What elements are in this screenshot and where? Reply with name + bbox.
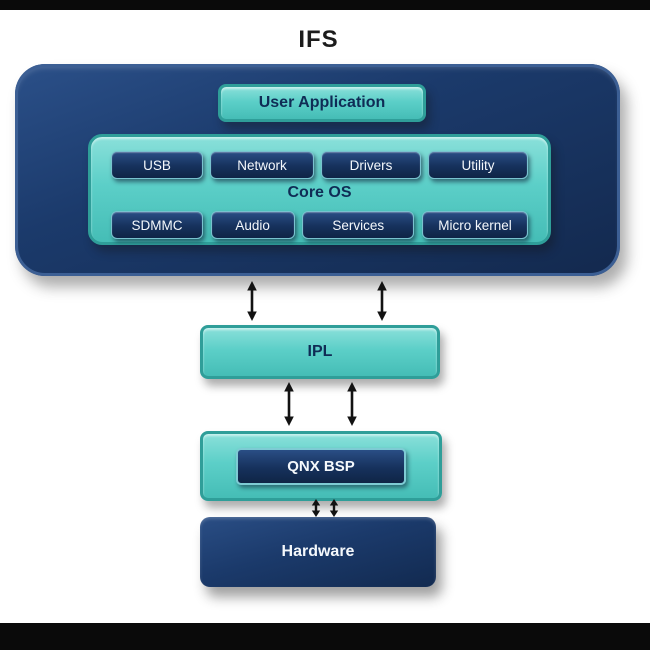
diagram-title: IFS — [298, 26, 339, 53]
hardware-box: Hardware — [200, 517, 436, 587]
double-arrow-icon — [284, 382, 294, 426]
double-arrow-icon — [377, 281, 387, 321]
module-chip-audio: Audio — [210, 211, 295, 239]
module-chip-usb: USB — [111, 151, 203, 179]
bottom-letterbox-bar — [0, 623, 650, 650]
double-arrow-icon — [311, 499, 321, 517]
top-letterbox-bar — [0, 0, 650, 10]
core-os-top-row: USB Network Drivers Utility — [111, 151, 528, 179]
module-chip-sdmmc: SDMMC — [111, 211, 203, 239]
qnx-bsp-box: QNX BSP — [236, 448, 406, 485]
core-os-label: Core OS — [287, 184, 352, 201]
module-chip-micro-kernel: Micro kernel — [421, 211, 528, 239]
module-chip-network: Network — [210, 151, 314, 179]
user-application-box: User Application — [218, 84, 426, 122]
double-arrow-icon — [247, 281, 257, 321]
core-os-bottom-row: SDMMC Audio Services Micro kernel — [111, 211, 528, 239]
module-chip-drivers: Drivers — [321, 151, 421, 179]
double-arrow-icon — [329, 499, 339, 517]
core-os-box: USB Network Drivers Utility Core OS SDMM… — [88, 134, 551, 245]
ipl-box: IPL — [200, 325, 440, 379]
qnx-bsp-outer-box: QNX BSP — [200, 431, 442, 501]
double-arrow-icon — [347, 382, 357, 426]
ifs-container-box: User Application USB Network Drivers Uti… — [15, 64, 620, 276]
module-chip-services: Services — [302, 211, 415, 239]
module-chip-utility: Utility — [428, 151, 528, 179]
